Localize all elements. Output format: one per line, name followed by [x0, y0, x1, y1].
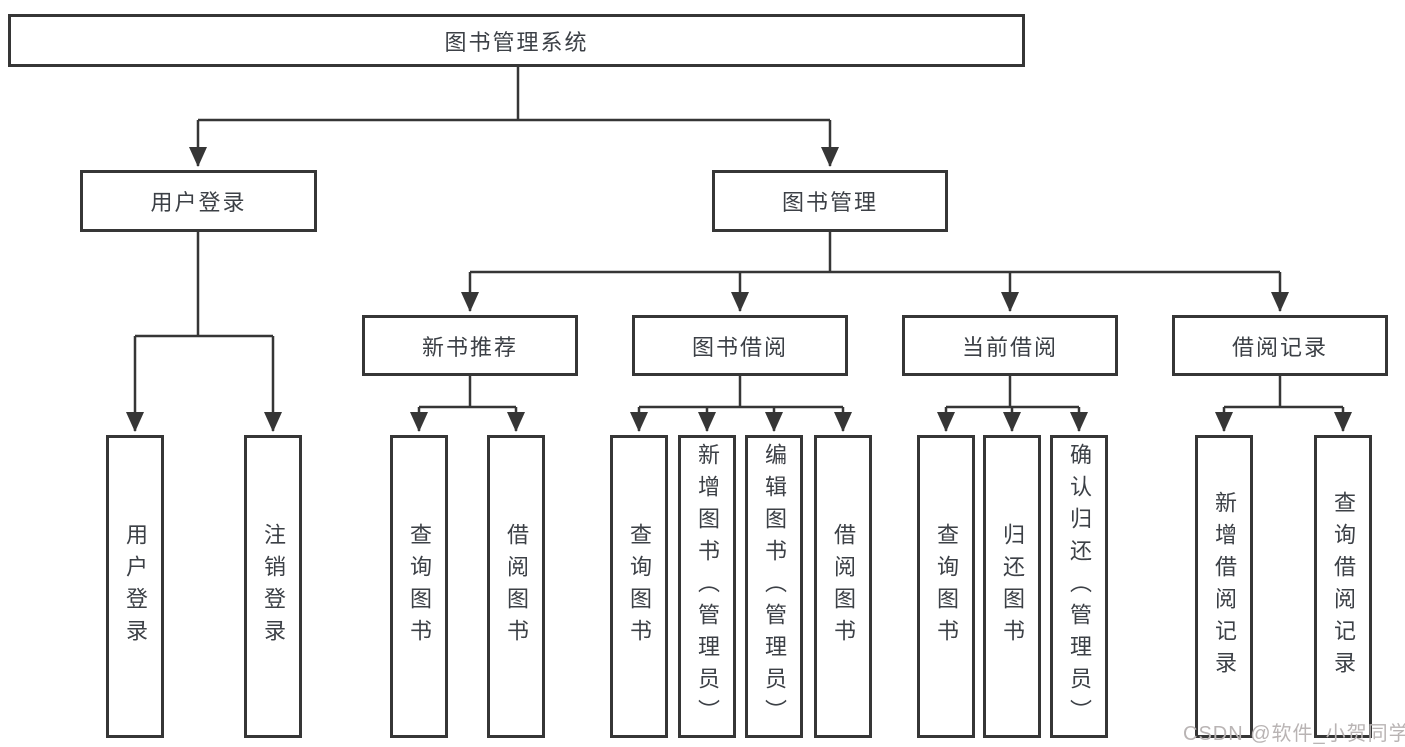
leaf-query-books-current-label: 查询图书 [934, 522, 959, 651]
leaf-add-books-admin: 新增图书（管理员） [678, 435, 736, 738]
book-management-children-connector [461, 232, 1289, 312]
node-book-management: 图书管理 [712, 170, 948, 232]
leaf-query-borrow-record: 查询借阅记录 [1314, 435, 1372, 738]
csdn-watermark: CSDN @软件_小贺同学 [1183, 723, 1405, 745]
leaf-confirm-return-admin: 确认归还（管理员） [1050, 435, 1108, 738]
leaf-borrow-books-borrow: 借阅图书 [814, 435, 872, 738]
leaf-edit-books-admin-label: 编辑图书（管理员） [762, 442, 787, 731]
node-user-login: 用户登录 [80, 170, 317, 232]
leaf-borrow-books-newbook-label: 借阅图书 [504, 522, 529, 651]
node-new-book-recommendation: 新书推荐 [362, 315, 578, 376]
leaf-confirm-return-admin-label: 确认归还（管理员） [1067, 442, 1092, 731]
book-borrowing-children-connector [630, 375, 852, 432]
leaf-return-books: 归还图书 [983, 435, 1041, 738]
node-current-borrowing: 当前借阅 [902, 315, 1118, 376]
leaf-logout: 注销登录 [244, 435, 302, 738]
leaf-query-books-borrow: 查询图书 [610, 435, 668, 738]
new-book-children-connector [410, 375, 525, 432]
leaf-logout-label: 注销登录 [261, 522, 286, 651]
leaf-user-login-label: 用户登录 [123, 522, 148, 651]
leaf-query-books-borrow-label: 查询图书 [627, 522, 652, 651]
leaf-query-borrow-record-label: 查询借阅记录 [1331, 490, 1356, 683]
leaf-add-books-admin-label: 新增图书（管理员） [695, 442, 720, 731]
user-login-children-connector [126, 232, 282, 432]
node-library-management-system: 图书管理系统 [8, 14, 1025, 67]
node-book-borrowing: 图书借阅 [632, 315, 848, 376]
node-borrowing-records: 借阅记录 [1172, 315, 1388, 376]
leaf-query-books-newbook: 查询图书 [390, 435, 448, 738]
leaf-add-borrow-record: 新增借阅记录 [1195, 435, 1253, 738]
leaf-user-login: 用户登录 [106, 435, 164, 738]
leaf-borrow-books-borrow-label: 借阅图书 [831, 522, 856, 651]
root-to-level2-connector [189, 67, 839, 167]
leaf-edit-books-admin: 编辑图书（管理员） [745, 435, 803, 738]
borrowing-records-children-connector [1215, 375, 1352, 432]
leaf-query-books-current: 查询图书 [917, 435, 975, 738]
current-borrowing-children-connector [937, 375, 1088, 432]
leaf-return-books-label: 归还图书 [1000, 522, 1025, 651]
leaf-query-books-newbook-label: 查询图书 [407, 522, 432, 651]
leaf-borrow-books-newbook: 借阅图书 [487, 435, 545, 738]
leaf-add-borrow-record-label: 新增借阅记录 [1212, 490, 1237, 683]
